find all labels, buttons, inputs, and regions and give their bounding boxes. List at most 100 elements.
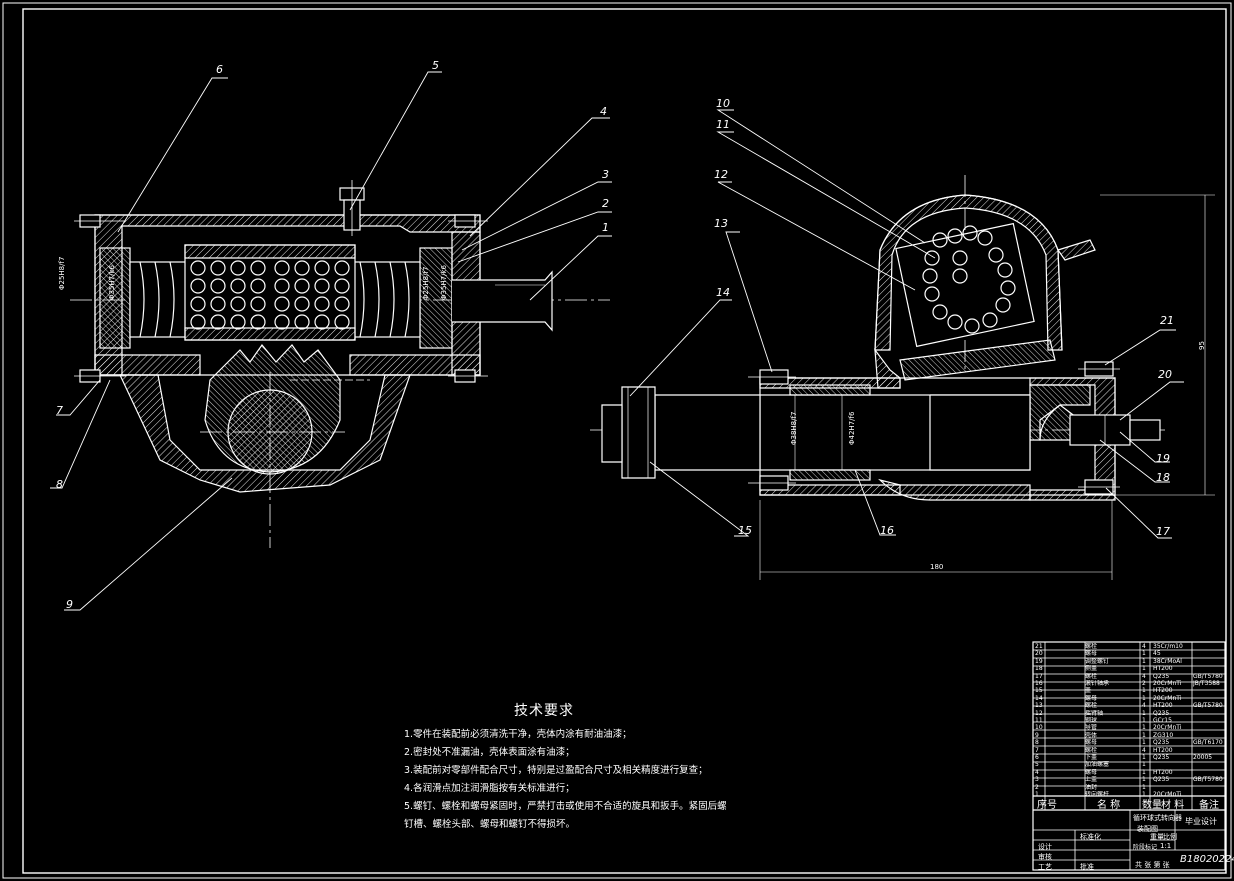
bom-cell-name: 加油螺塞 [1085,761,1110,769]
bom-cell-no: 6 [1035,754,1039,761]
bom-cell-rem: JB/T3588 [1193,680,1220,687]
bom-cell-name: 壳体 [1085,731,1098,739]
bom-cell-qty: 1 [1142,776,1146,784]
bom-cell-mat: HT200 [1153,687,1173,695]
bom-cell-name: 螺栓 [1085,702,1098,710]
note-line: 3.装配前对零部件配合尺寸，特别是过盈配合尺寸及相关精度进行复查； [404,765,708,776]
tb-sheet-label: 共 张 第 张 [1135,861,1170,869]
balloon-17: 17 [1156,525,1170,538]
bom-cell-mat: HT200 [1153,768,1173,776]
balloon-12: 12 [714,168,728,181]
bom-cell-name: 调整螺钉 [1085,657,1110,665]
dim-left-shaft: Φ25H8/f7 [58,256,66,290]
tb-process-label: 工艺 [1038,863,1052,871]
bom-cell-no: 14 [1035,694,1043,702]
bom-cell-mat: HT200 [1153,702,1173,710]
balloon-19: 19 [1156,452,1170,465]
balloon-2: 2 [602,197,609,210]
balloon-8: 8 [56,478,63,491]
balloon-20: 20 [1158,368,1172,381]
bom-cell-mat: Q235 [1153,672,1170,680]
bom-cell-mat: 20CrMnTi [1153,724,1182,732]
dim-right-bearing: Φ35H7/k6 [440,265,448,300]
bom-header-name: 名 称 [1097,800,1121,811]
bom-cell-rem: GB/T6170 [1193,739,1223,747]
bom-cell-rem: GB/T5780 [1193,702,1223,710]
balloon-7: 7 [56,404,63,417]
bom-cell-qty: 1 [1142,709,1146,717]
tb-stage-label: 阶段标记 [1133,844,1158,851]
tb-standard-label: 标准化 [1080,833,1101,841]
bom-cell-mat: 20CrMnTi [1153,694,1182,702]
bom-cell-qty: 1 [1142,754,1146,761]
bom-cell-mat: 20CrMnTi [1153,680,1182,687]
balloon-4: 4 [600,105,607,118]
bom-cell-mat: 38CrMoAl [1153,657,1182,665]
bom-cell-qty: 4 [1142,672,1146,680]
bom-cell-no: 10 [1035,724,1043,732]
bom-cell-name: 螺母 [1085,650,1098,658]
bom-cell-name: 螺栓 [1085,672,1098,680]
note-line: 5.螺钉、螺栓和螺母紧固时，严禁打击或使用不合适的旋具和扳手。紧固后螺 [404,801,727,812]
bom-cell-no: 15 [1035,687,1043,695]
bom-cell-mat: Q235 [1153,754,1170,761]
bom-cell-qty: 4 [1142,643,1146,650]
bom-cell-mat: 35Cr/m10 [1153,643,1183,650]
tb-design-label: 设计 [1038,843,1052,851]
dim-length: 180 [930,563,944,571]
bom-cell-no: 11 [1035,717,1043,724]
bom-header-no: 序号 [1037,800,1057,811]
bom-cell-mat: 45 [1153,650,1161,658]
balloon-14: 14 [716,286,730,299]
bom-cell-rem: GB/T5780 [1193,776,1223,784]
tb-approve-label: 批准 [1080,863,1094,871]
bom-cell-qty: 4 [1142,746,1146,754]
balloon-11: 11 [716,118,730,131]
tb-school: 毕业设计 [1185,817,1217,826]
notes-title: 技术要求 [514,703,574,719]
balloon-13: 13 [714,217,728,230]
dim-height: 95 [1198,341,1206,350]
bom-cell-qty: 1 [1142,783,1146,791]
dim-right-shaft: Φ25H8/f7 [422,266,430,300]
bom-cell-qty: 1 [1142,739,1146,747]
bom-header-rem: 备注 [1199,800,1219,811]
bom-grid [1032,641,1226,871]
bom-cell-name: 上盖 [1085,776,1098,784]
inner-frame [22,8,1227,874]
note-line: 钉槽、螺栓头部、螺母和螺钉不得损坏。 [404,819,576,830]
bom-cell-qty: 1 [1142,717,1146,724]
bom-cell-mat: HT200 [1153,746,1173,754]
bom-cell-mat: Q235 [1153,739,1170,747]
bom-cell-qty: 1 [1142,650,1146,658]
bom-cell-qty: 1 [1142,657,1146,665]
bom-cell-name: 转向螺杆 [1085,791,1110,798]
bom-cell-mat: GCr15 [1153,717,1172,724]
dim-left-bearing: Φ35H7/k6 [108,265,116,300]
tb-check-label: 审核 [1038,853,1052,861]
bom-cell-qty: 4 [1142,702,1146,710]
balls-left [190,260,350,330]
bom-cell-name: 螺栓 [1085,746,1098,754]
bom-cell-qty: 1 [1142,791,1146,798]
bom-cell-no: 20 [1035,650,1043,658]
left-view [70,180,610,548]
balloon-10: 10 [716,97,730,110]
